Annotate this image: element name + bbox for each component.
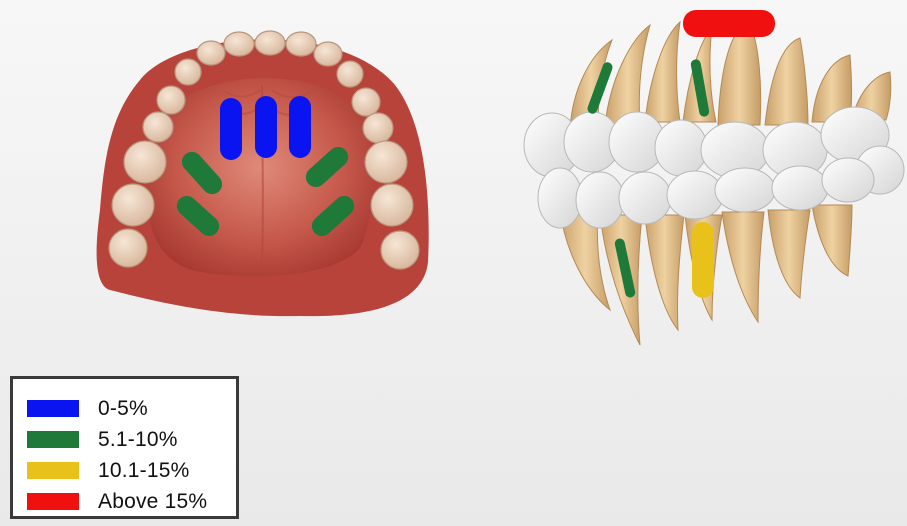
palatal-tooth bbox=[381, 231, 419, 269]
palatal-tooth bbox=[109, 229, 147, 267]
legend-row: 10.1-15% bbox=[27, 455, 236, 486]
palatal-tooth bbox=[337, 61, 363, 87]
tooth-crown bbox=[619, 172, 671, 224]
palatal-view bbox=[97, 31, 429, 316]
palatal-tooth bbox=[255, 31, 285, 55]
palatal-tooth bbox=[286, 32, 316, 56]
palatal-tooth bbox=[112, 184, 154, 226]
marker-0-5-percent bbox=[220, 98, 242, 160]
marker-10-15-percent bbox=[692, 222, 714, 298]
arch-view bbox=[524, 10, 904, 345]
legend-label: 0-5% bbox=[98, 397, 148, 421]
palatal-tooth bbox=[197, 41, 225, 65]
palatal-tooth bbox=[124, 141, 166, 183]
palatal-tooth bbox=[143, 112, 173, 142]
tooth-crown bbox=[667, 171, 723, 219]
marker-above-15-percent bbox=[683, 10, 775, 37]
tooth-root bbox=[600, 215, 642, 345]
palatal-tooth bbox=[371, 184, 413, 226]
tooth-crown bbox=[715, 168, 775, 212]
tooth-crown bbox=[576, 172, 624, 228]
legend-row: 0-5% bbox=[27, 393, 236, 424]
tooth-root bbox=[768, 210, 810, 298]
tooth-root bbox=[645, 22, 680, 122]
tooth-root bbox=[812, 205, 852, 276]
tooth-root bbox=[645, 215, 684, 330]
legend-label: 10.1-15% bbox=[98, 459, 190, 483]
tooth-crown bbox=[538, 168, 582, 228]
palatal-tooth bbox=[365, 141, 407, 183]
palatal-tooth bbox=[157, 86, 185, 114]
palatal-tooth bbox=[352, 88, 380, 116]
palatal-tooth bbox=[175, 59, 201, 85]
tooth-root bbox=[718, 22, 761, 125]
legend-label: 5.1-10% bbox=[98, 428, 178, 452]
legend-swatch bbox=[27, 400, 79, 417]
palatal-tooth bbox=[314, 42, 342, 66]
palatal-tooth bbox=[224, 32, 254, 56]
tooth-crown bbox=[772, 166, 828, 210]
legend-row: 5.1-10% bbox=[27, 424, 236, 455]
legend-swatch bbox=[27, 431, 79, 448]
tooth-root bbox=[722, 212, 764, 322]
palatal-tooth bbox=[363, 113, 393, 143]
legend-swatch bbox=[27, 493, 79, 510]
legend-label: Above 15% bbox=[98, 490, 207, 514]
tooth-crown bbox=[655, 120, 707, 176]
tooth-root bbox=[765, 38, 808, 125]
tooth-crown bbox=[822, 158, 874, 202]
marker-0-5-percent bbox=[289, 96, 311, 158]
marker-0-5-percent bbox=[255, 96, 277, 158]
legend-row: Above 15% bbox=[27, 486, 236, 517]
legend-swatch bbox=[27, 462, 79, 479]
legend: 0-5% 5.1-10% 10.1-15% Above 15% bbox=[10, 376, 239, 519]
